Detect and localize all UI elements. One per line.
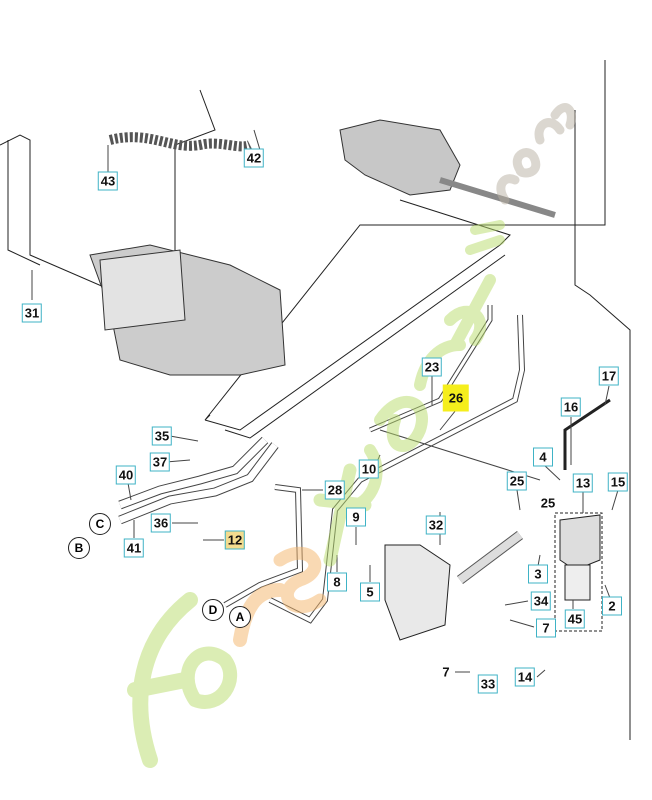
frame-line (204, 60, 606, 421)
part-label-40[interactable]: 40 (115, 465, 137, 485)
part-label-14[interactable]: 14 (514, 667, 536, 687)
connector-a: A (229, 606, 251, 628)
part-label-13[interactable]: 13 (572, 473, 594, 493)
part-label-12[interactable]: 12 (224, 530, 246, 550)
part-label-9[interactable]: 9 (346, 507, 366, 527)
frame-line (7, 140, 41, 266)
part-label-23[interactable]: 23 (421, 357, 443, 377)
part-label-31[interactable]: 31 (21, 303, 43, 323)
part-label-4[interactable]: 4 (533, 447, 553, 467)
part-label-26-highlighted[interactable]: 26 (442, 384, 470, 412)
part-label-28[interactable]: 28 (324, 480, 346, 500)
hose-42 (108, 132, 253, 152)
part-label-2[interactable]: 2 (602, 596, 622, 616)
part-label-3[interactable]: 3 (528, 564, 548, 584)
part-label-35[interactable]: 35 (151, 426, 173, 446)
lever-16 (563, 398, 611, 470)
connector-c: C (89, 513, 111, 535)
part-label-42[interactable]: 42 (243, 148, 265, 168)
part-label-37[interactable]: 37 (149, 452, 171, 472)
frame-line (224, 254, 506, 439)
part-label-45[interactable]: 45 (564, 609, 586, 629)
valve-dashed-box (554, 512, 603, 632)
part-label-15[interactable]: 15 (607, 472, 629, 492)
part-label-8[interactable]: 8 (327, 572, 347, 592)
part-label-25[interactable]: 25 (506, 471, 528, 491)
part-label-7[interactable]: 7 (536, 618, 556, 638)
part-label-32[interactable]: 32 (425, 515, 447, 535)
part-label-25-plain[interactable]: 25 (540, 495, 556, 511)
tank-32 (384, 544, 451, 641)
part-label-43[interactable]: 43 (97, 171, 119, 191)
part-label-33[interactable]: 33 (477, 674, 499, 694)
part-label-10[interactable]: 10 (358, 459, 380, 479)
part-label-17[interactable]: 17 (598, 366, 620, 386)
part-label-7-plain[interactable]: 7 (442, 664, 450, 680)
frame-line (574, 110, 631, 740)
part-label-41[interactable]: 41 (123, 538, 145, 558)
part-label-36[interactable]: 36 (150, 513, 172, 533)
part-label-5[interactable]: 5 (360, 582, 380, 602)
engine-right (339, 119, 556, 218)
part-label-34[interactable]: 34 (530, 591, 552, 611)
connector-b: B (68, 537, 90, 559)
part-label-16[interactable]: 16 (560, 397, 582, 417)
engine-left (89, 244, 286, 376)
connector-d: D (202, 599, 224, 621)
frame-line (174, 89, 216, 255)
